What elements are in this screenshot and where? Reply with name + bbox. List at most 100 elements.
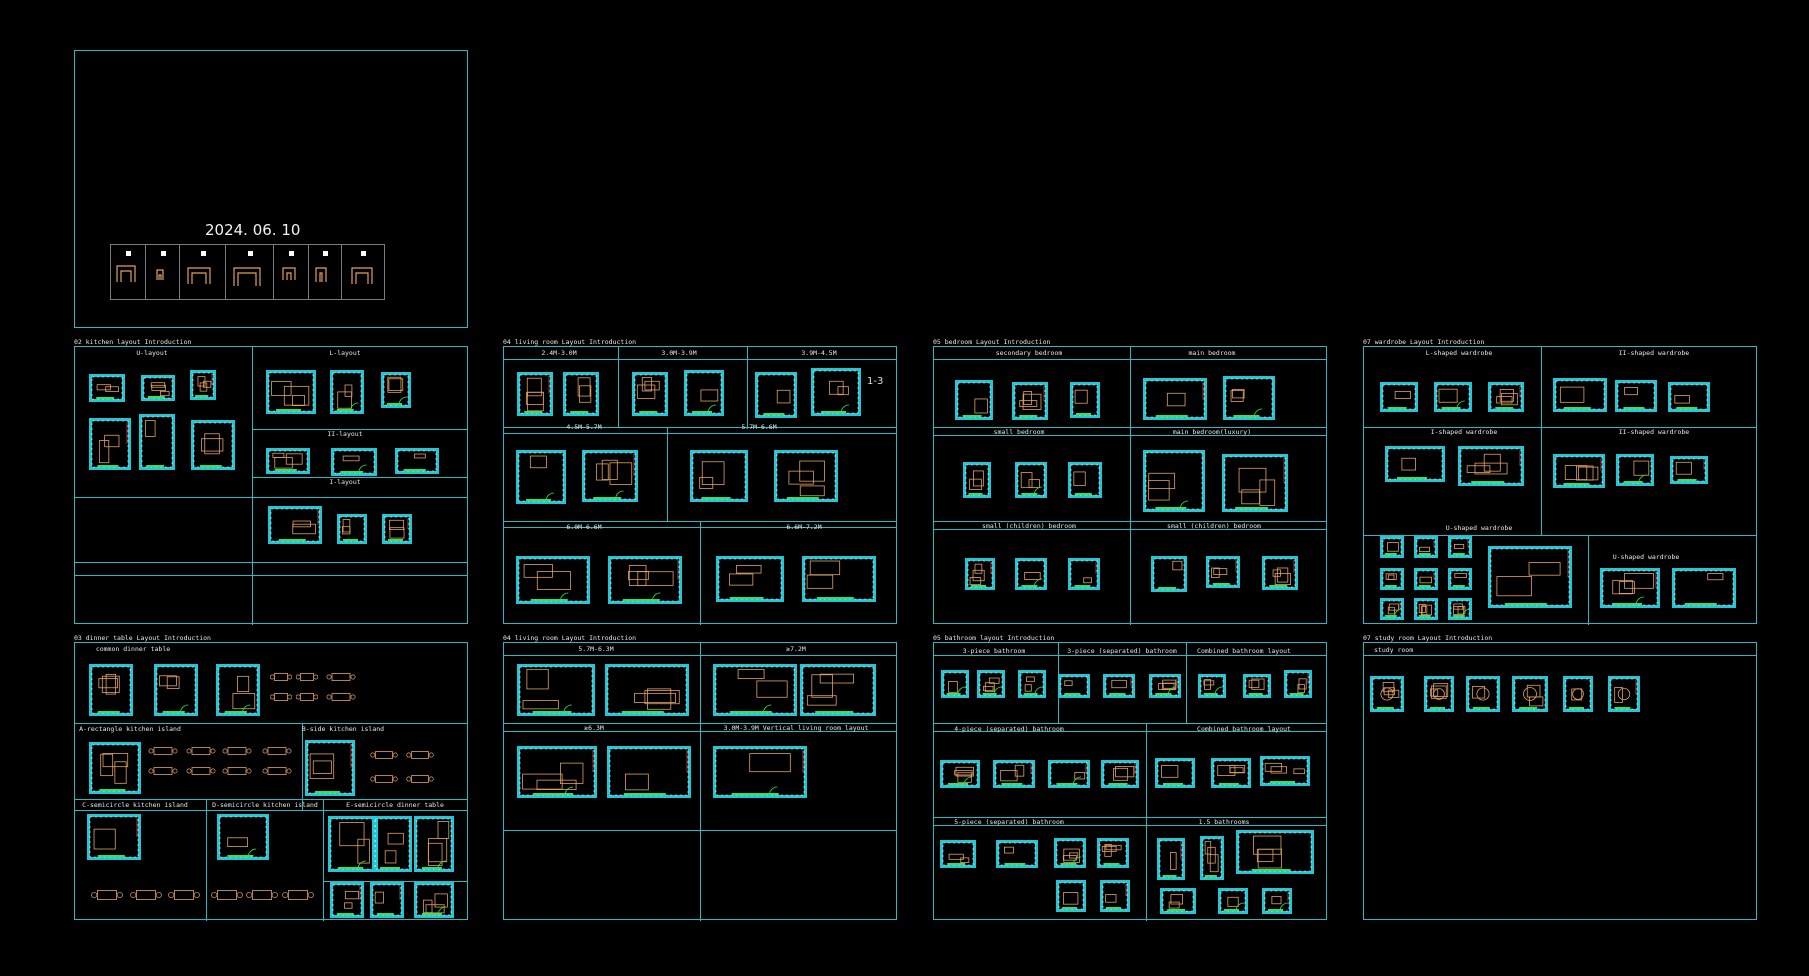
floor-plan-thumbnail	[1488, 546, 1572, 608]
section-label: small (children) bedroom	[982, 522, 1076, 530]
dinner-sheet-title: 03 dinner table Layout Introduction	[74, 634, 211, 642]
cover-date: 2024. 06. 10	[205, 221, 301, 239]
floor-plan-thumbnail	[1015, 462, 1047, 498]
floor-plan-thumbnail	[305, 740, 355, 796]
table-thumbnail	[326, 670, 356, 684]
floor-plan-thumbnail	[1458, 446, 1524, 486]
cover-sheet: 2024. 06. 10	[74, 50, 468, 328]
section-label: II-shaped wardrobe	[1618, 428, 1690, 436]
floor-plan-thumbnail	[1200, 836, 1224, 880]
floor-plan-thumbnail	[1448, 598, 1472, 620]
table-thumbnail	[406, 772, 434, 786]
floor-plan-thumbnail	[1512, 676, 1548, 712]
floor-plan-thumbnail	[381, 372, 411, 408]
section-label: ≥6.3M	[584, 724, 604, 732]
floor-plan-thumbnail	[1668, 382, 1710, 412]
section-label: II-shaped wardrobe	[1618, 349, 1690, 357]
kitchen-sheet-title: 02 kitchen layout Introduction	[74, 338, 192, 346]
floor-plan-thumbnail	[632, 372, 668, 416]
section-label: E-semicircle dinner table	[346, 801, 444, 809]
section-label: small (children) bedroom	[1167, 522, 1261, 530]
floor-plan-thumbnail	[1198, 674, 1226, 698]
legend-icon	[314, 264, 328, 284]
floor-plan-thumbnail	[1101, 760, 1139, 788]
floor-plan-thumbnail	[1672, 568, 1736, 608]
floor-plan-thumbnail	[1223, 376, 1275, 420]
study-sheet: study room	[1363, 642, 1757, 920]
floor-plan-thumbnail	[1015, 558, 1047, 590]
floor-plan-thumbnail	[1218, 888, 1248, 914]
floor-plan-thumbnail	[1143, 378, 1207, 420]
floor-plan-thumbnail	[1068, 462, 1102, 498]
floor-plan-thumbnail	[331, 448, 377, 476]
floor-plan-thumbnail	[382, 514, 412, 544]
section-label: Combined bathroom layout	[1197, 725, 1291, 733]
floor-plan-thumbnail	[1380, 536, 1404, 558]
table-thumbnail	[282, 886, 314, 904]
floor-plan-thumbnail	[1206, 556, 1240, 588]
floor-plan-thumbnail	[1488, 382, 1524, 412]
floor-plan-thumbnail	[139, 414, 175, 470]
floor-plan-thumbnail	[330, 370, 364, 414]
floor-plan-thumbnail	[1157, 838, 1185, 880]
section-label: U-shaped wardrobe	[1612, 553, 1680, 561]
section-label: 5.7M-6.3M	[578, 645, 614, 653]
section-label: I-shaped wardrobe	[1430, 428, 1498, 436]
section-label: 3-piece (separated) bathroom	[1067, 647, 1177, 655]
floor-plan-thumbnail	[328, 816, 378, 872]
floor-plan-thumbnail	[87, 814, 141, 860]
floor-plan-thumbnail	[517, 664, 595, 716]
section-label: 3.0M-3.9M	[661, 349, 697, 357]
floor-plan-thumbnail	[802, 556, 876, 602]
floor-plan-thumbnail	[963, 462, 991, 498]
bedroom-sheet: secondary bedroom main bedroom small bed…	[933, 346, 1327, 625]
floor-plan-thumbnail	[516, 556, 590, 604]
floor-plan-thumbnail	[1262, 888, 1292, 914]
section-label: secondary bedroom	[995, 349, 1063, 357]
floor-plan-thumbnail	[372, 816, 412, 872]
floor-plan-thumbnail	[800, 664, 876, 716]
table-thumbnail	[262, 764, 292, 778]
table-thumbnail	[222, 744, 252, 758]
legend-icon	[115, 262, 137, 284]
bathroom-sheet-title: 05 bathroom layout Introduction	[933, 634, 1055, 642]
floor-plan-thumbnail	[1260, 756, 1310, 786]
section-label: common dinner table	[95, 645, 171, 653]
wardrobe-sheet: L-shaped wardrobe II-shaped wardrobe I-s…	[1363, 346, 1757, 625]
bathroom-sheet: 3-piece bathroom 3-piece (separated) bat…	[933, 642, 1327, 921]
section-label: U-shaped wardrobe	[1445, 524, 1513, 532]
floor-plan-thumbnail	[713, 664, 797, 716]
floor-plan-thumbnail	[1054, 838, 1086, 868]
floor-plan-thumbnail	[1012, 382, 1048, 420]
living-a-sheet-title: 04 living room Layout Introduction	[503, 338, 637, 346]
floor-plan-thumbnail	[1553, 454, 1605, 488]
floor-plan-thumbnail	[811, 368, 861, 416]
floor-plan-thumbnail	[1385, 446, 1445, 482]
floor-plan-thumbnail	[89, 664, 133, 716]
floor-plan-thumbnail	[1070, 382, 1100, 418]
study-sheet-title: 07 study room Layout Introduction	[1363, 634, 1493, 642]
floor-plan-thumbnail	[1143, 450, 1205, 512]
floor-plan-thumbnail	[1222, 454, 1288, 512]
section-label: 3-piece bathroom	[962, 647, 1026, 655]
section-label: D-semicircle kitchen island	[212, 801, 318, 809]
legend-icon	[155, 266, 165, 282]
living-b-sheet: 5.7M-6.3M ≥7.2M ≥6.3M 3.0M-3.9M Vertical…	[503, 642, 897, 921]
table-thumbnail	[148, 764, 178, 778]
floor-plan-thumbnail	[755, 372, 797, 418]
floor-plan-thumbnail	[608, 556, 682, 604]
legend-icon	[232, 264, 262, 288]
living-a-sheet: 2.4M-3.0M 3.0M-3.9M 3.9M-4.5M 4.5M-5.7M …	[503, 346, 897, 625]
floor-plan-thumbnail	[1563, 676, 1593, 712]
floor-plan-thumbnail	[607, 746, 691, 798]
floor-plan-thumbnail	[1097, 838, 1129, 868]
floor-plan-thumbnail	[1615, 380, 1657, 412]
table-thumbnail	[270, 690, 292, 704]
floor-plan-thumbnail	[1448, 568, 1472, 590]
floor-plan-thumbnail	[1058, 674, 1090, 698]
section-label: 6.0M-6.6M	[566, 523, 602, 531]
dinner-sheet: common dinner table A-rectangle kitchen …	[74, 642, 468, 921]
floor-plan-thumbnail	[1380, 382, 1418, 412]
floor-plan-thumbnail	[395, 448, 439, 474]
floor-plan-thumbnail	[89, 742, 141, 794]
